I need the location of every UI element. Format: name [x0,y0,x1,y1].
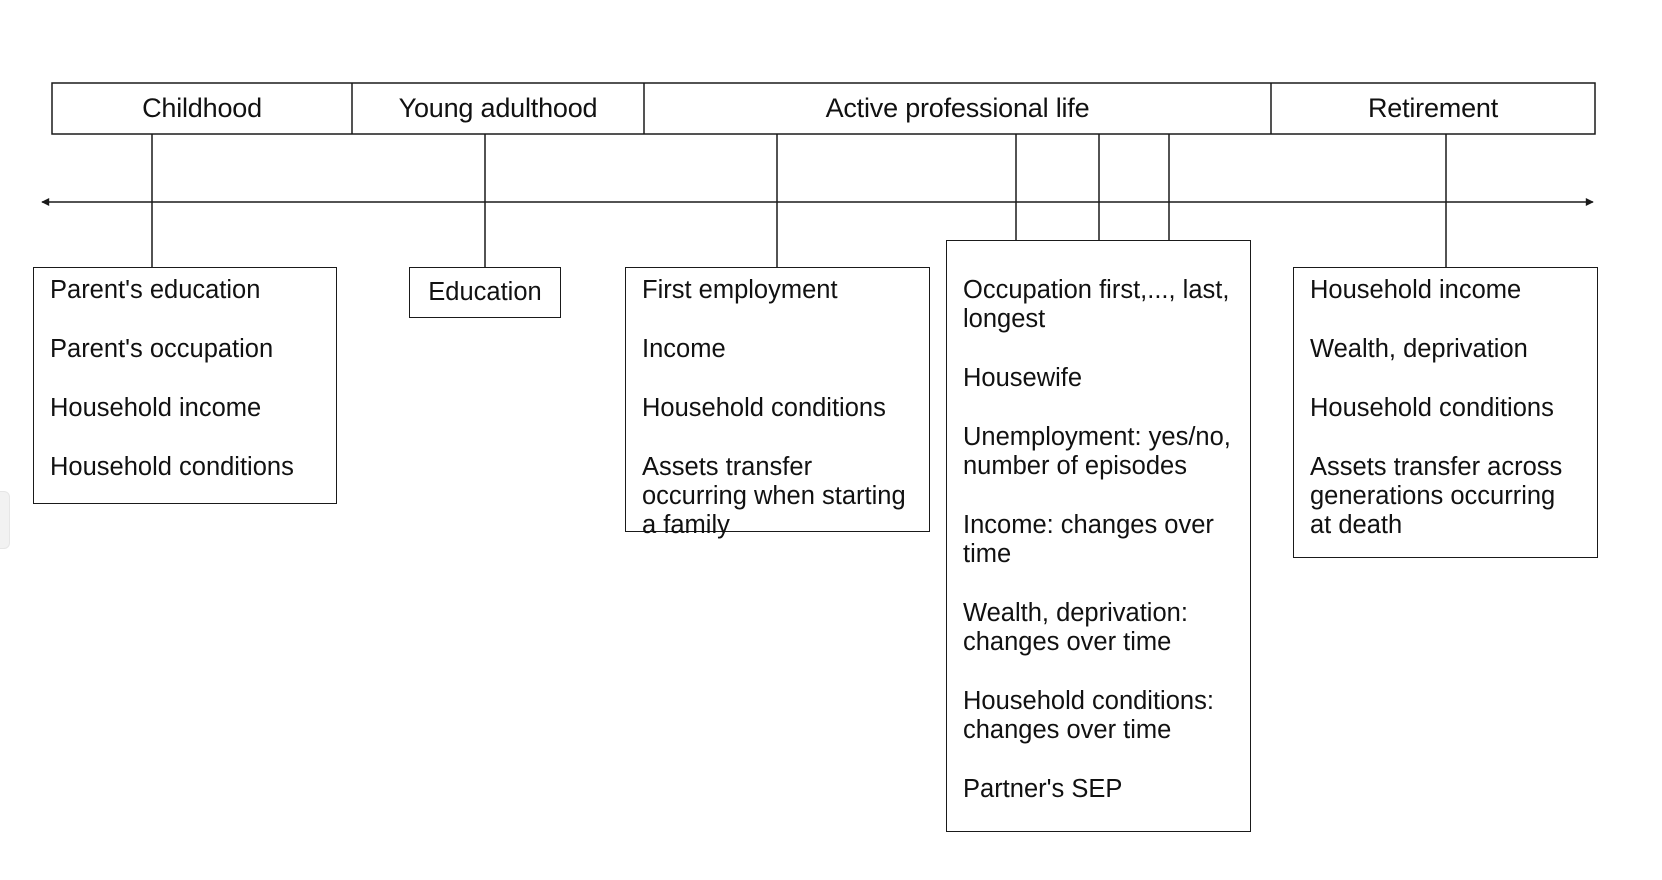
retirement-box: Household income Wealth, deprivation Hou… [1293,267,1598,558]
stage-young-adulthood: Young adulthood [398,93,598,123]
stage-active-professional-life: Active professional life [825,93,1090,123]
childhood-item: Parent's education [50,276,261,304]
retirement-item: Wealth, deprivation [1310,335,1528,363]
first-employment-box: First employment Income Household condit… [625,267,930,539]
retirement-item: Assets transfer across generations occur… [1310,453,1563,539]
education-box: Education [409,267,561,318]
childhood-box: Parent's education Parent's occupation H… [33,267,337,504]
side-panel-tab[interactable] [0,491,10,549]
retirement-item: Household income [1310,276,1522,304]
first-employment-item: Income [642,335,726,363]
career-item: Wealth, deprivation: changes over time [963,599,1188,656]
first-employment-item: First employment [642,276,838,304]
career-item: Housewife [963,364,1083,392]
first-employment-item: Assets transfer occurring when starting … [642,453,906,539]
career-item: Income: changes over time [963,511,1214,568]
career-item: Partner's SEP [963,775,1123,803]
childhood-item: Parent's occupation [50,335,274,363]
career-item: Unemployment: yes/no, number of episodes [963,423,1231,480]
career-item: Occupation first,..., last, longest [963,276,1230,333]
stage-bar-outline [51,82,1596,135]
stage-retirement: Retirement [1367,93,1499,123]
childhood-item: Household conditions [50,453,294,481]
education-item: Education [428,278,542,306]
stage-childhood: Childhood [142,93,262,123]
retirement-item: Household conditions [1310,394,1554,422]
career-item: Household conditions: changes over time [963,687,1214,744]
career-box: Occupation first,..., last, longest Hous… [946,240,1251,832]
childhood-item: Household income [50,394,262,422]
first-employment-item: Household conditions [642,394,886,422]
